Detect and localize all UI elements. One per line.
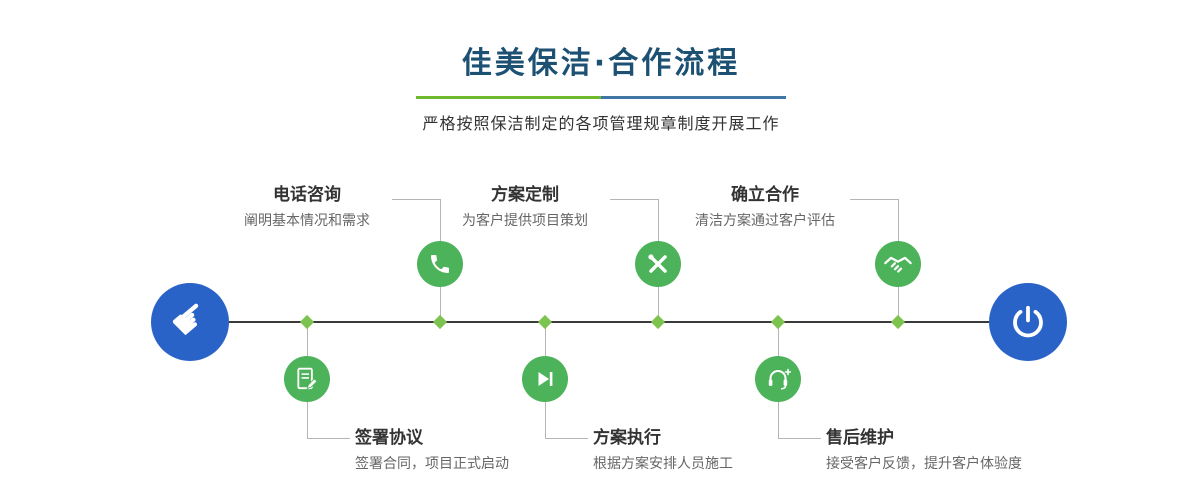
step-node-cooperation <box>875 241 921 287</box>
timeline-marker <box>650 314 666 330</box>
divider-blue-segment <box>601 96 786 99</box>
step-plan-customization: 方案定制 为客户提供项目策划 <box>440 184 610 230</box>
step-label: 方案定制 <box>491 185 559 205</box>
phone-icon <box>431 255 449 273</box>
step-desc: 阐明基本情况和需求 <box>244 213 370 230</box>
page-title: 佳美保洁·合作流程 <box>461 46 741 81</box>
play-forward-icon <box>538 372 553 386</box>
headset-plus-icon <box>768 368 791 390</box>
step-node-execute <box>522 356 568 402</box>
step-establish-cooperation: 确立合作 清洁方案通过客户评估 <box>680 184 850 230</box>
design-tools-icon <box>648 254 667 273</box>
step-desc: 接受客户反馈，提升客户体验度 <box>826 456 1022 473</box>
step-desc: 根据方案安排人员施工 <box>593 456 733 473</box>
connector-step-phone-vertical <box>440 287 441 321</box>
timeline-marker <box>890 314 906 330</box>
timeline-marker <box>770 314 786 330</box>
step-desc: 签署合同，项目正式启动 <box>355 456 509 473</box>
contract-pen-icon <box>297 367 318 390</box>
connector-step-execute-vertical <box>545 323 546 356</box>
step-node-design <box>635 241 681 287</box>
timeline-marker <box>432 314 448 330</box>
step-label: 签署协议 <box>355 428 423 448</box>
page-subtitle: 严格按照保洁制定的各项管理规章制度开展工作 <box>422 114 780 133</box>
timeline-marker <box>299 314 315 330</box>
connector-step-contract <box>307 402 350 439</box>
step-label: 确立合作 <box>731 185 799 205</box>
connector-step-design <box>610 199 659 242</box>
power-icon <box>1013 305 1043 338</box>
connector-step-cooperation <box>850 199 899 242</box>
step-desc: 为客户提供项目策划 <box>462 213 588 230</box>
timeline-end-node <box>989 283 1067 361</box>
connector-step-aftersales-vertical <box>778 323 779 356</box>
handshake-icon <box>884 256 912 273</box>
connector-step-aftersales <box>778 402 821 439</box>
step-sign-agreement: 签署协议 签署合同，项目正式启动 <box>355 427 595 473</box>
connector-step-design-vertical <box>658 287 659 321</box>
header: 佳美保洁·合作流程 严格按照保洁制定的各项管理规章制度开展工作 <box>0 38 1202 134</box>
timeline-start-node: ☛ <box>151 283 229 361</box>
timeline-line <box>190 321 1028 323</box>
timeline-marker <box>537 314 553 330</box>
step-node-phone <box>417 241 463 287</box>
step-label: 售后维护 <box>826 428 894 448</box>
step-node-contract <box>284 356 330 402</box>
step-aftersales-maintenance: 售后维护 接受客户反馈，提升客户体验度 <box>826 427 1066 473</box>
step-desc: 清洁方案通过客户评估 <box>695 213 835 230</box>
connector-step-contract-vertical <box>307 323 308 356</box>
divider-green-segment <box>416 96 601 99</box>
step-label: 方案执行 <box>593 428 661 448</box>
pointing-hand-icon: ☛ <box>159 287 221 350</box>
connector-step-execute <box>545 402 588 439</box>
connector-step-cooperation-vertical <box>898 287 899 321</box>
step-label: 电话咨询 <box>273 185 341 205</box>
step-node-aftersales <box>755 356 801 402</box>
connector-step-phone <box>392 199 441 242</box>
title-divider <box>416 96 786 99</box>
step-plan-execution: 方案执行 根据方案安排人员施工 <box>593 427 833 473</box>
step-phone-consult: 电话咨询 阐明基本情况和需求 <box>222 184 392 230</box>
